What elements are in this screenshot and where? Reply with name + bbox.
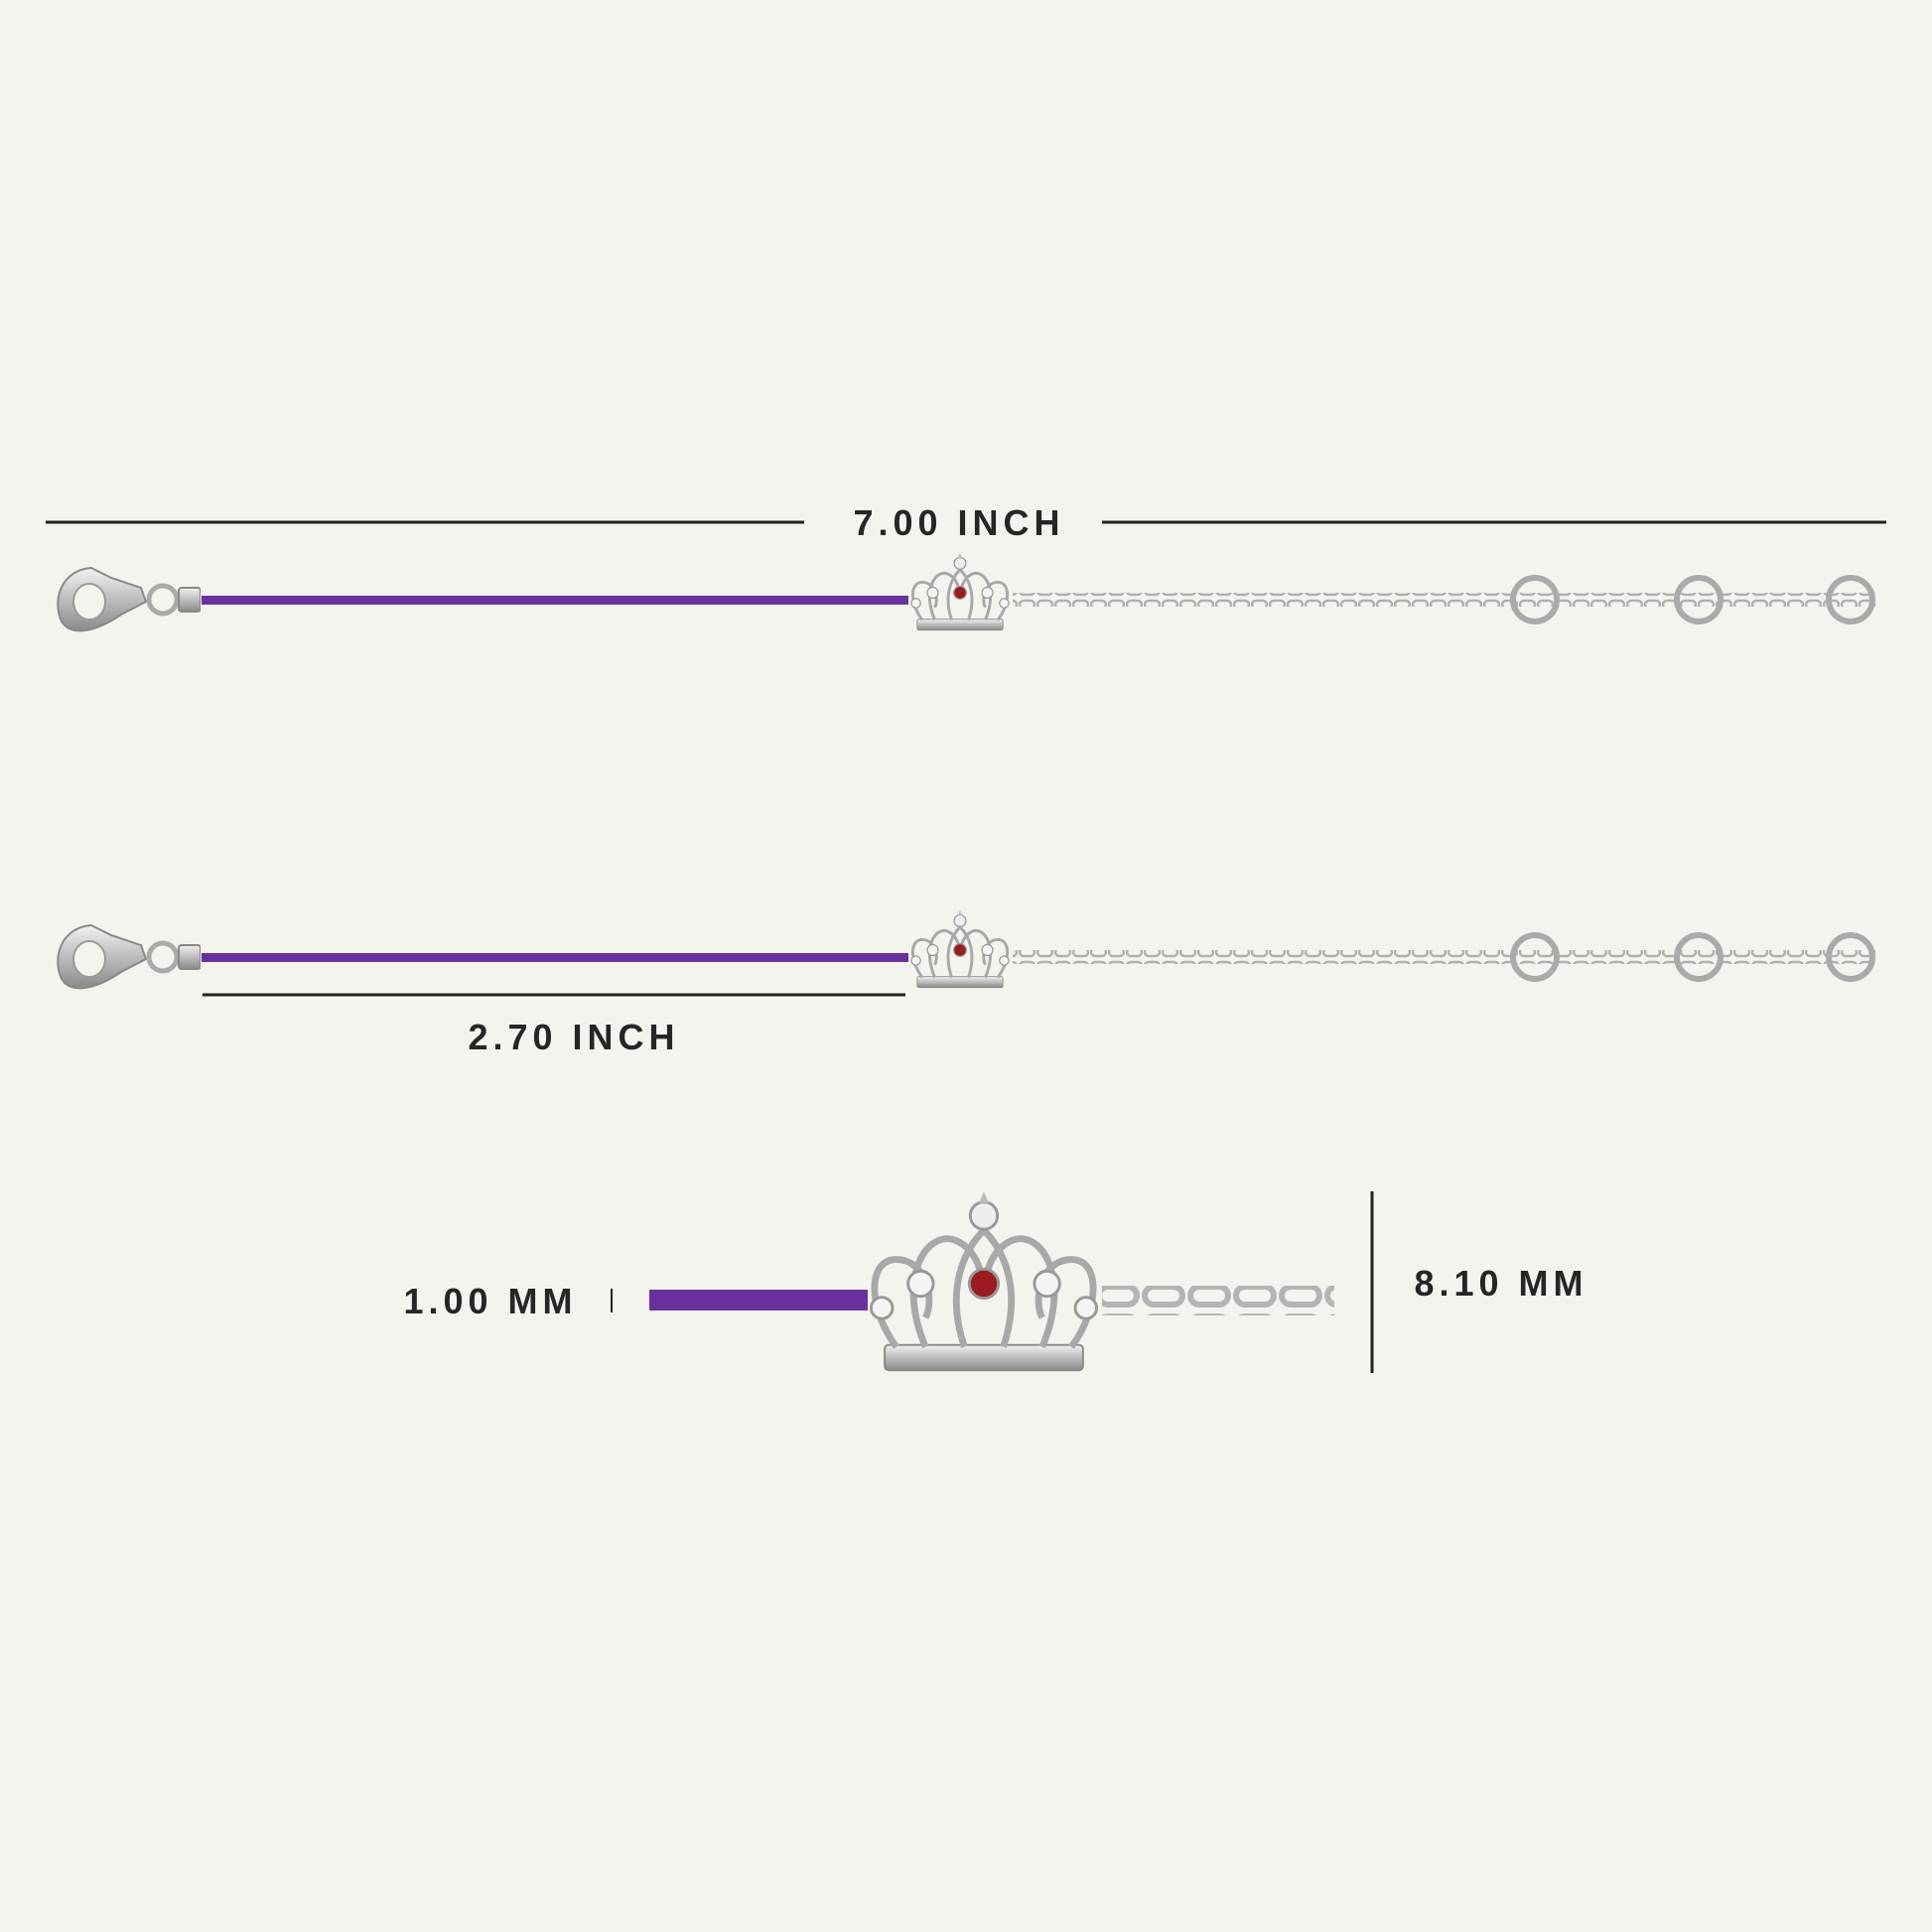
purple-cord [202, 953, 908, 962]
crown-pendant-icon [909, 908, 1011, 990]
cord-thickness-label: 1.00 MM [403, 1281, 578, 1321]
lobster-clasp-icon [58, 568, 201, 630]
total-length-label: 7.00 INCH [853, 502, 1065, 543]
lobster-clasp-icon [58, 925, 201, 988]
purple-cord [202, 596, 908, 605]
bracelet-cord-measure [58, 908, 1876, 997]
jump-ring-icon [1826, 575, 1875, 624]
cable-chain-icon [1102, 1286, 1334, 1315]
cord-length-label: 2.70 INCH [468, 1017, 680, 1057]
bracelet-full [58, 551, 1876, 632]
crown-pendant-icon [871, 1191, 1096, 1370]
pendant-height-label: 8.10 MM [1414, 1263, 1588, 1304]
pendant-detail [611, 1191, 1374, 1373]
jump-ring-icon [1510, 932, 1560, 982]
crown-pendant-icon [909, 551, 1011, 632]
jump-ring-icon [1510, 575, 1560, 624]
jump-ring-icon [1674, 932, 1724, 982]
jump-ring-icon [1826, 932, 1875, 982]
cable-chain-icon [1013, 593, 1876, 607]
jump-ring-icon [1674, 575, 1724, 624]
cable-chain-icon [1013, 950, 1876, 964]
purple-cord [649, 1290, 868, 1311]
